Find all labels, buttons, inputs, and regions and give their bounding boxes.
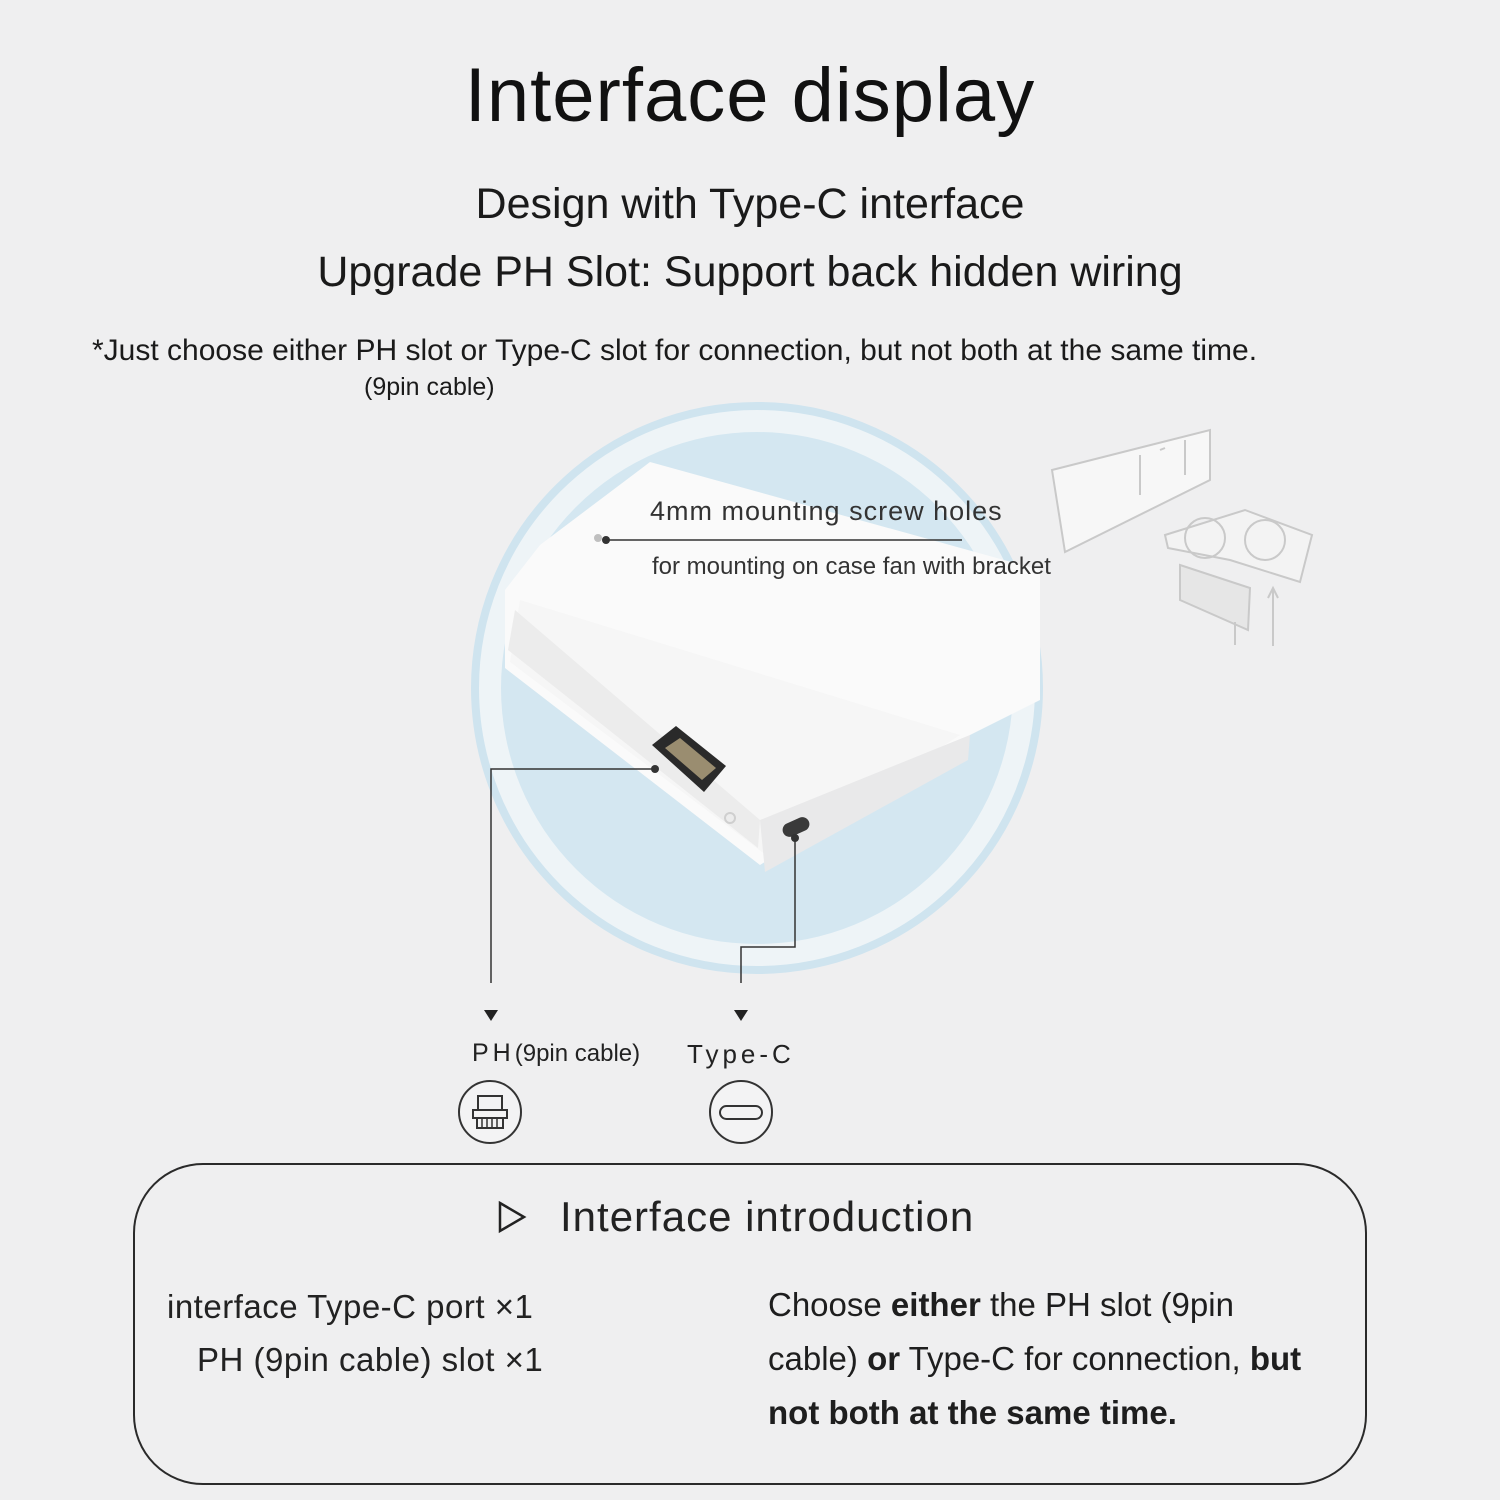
choose-bold-or: or <box>867 1340 901 1377</box>
ph-callout-line <box>490 768 655 983</box>
page-title: Interface display <box>464 53 1036 138</box>
play-triangle-icon <box>498 1200 527 1234</box>
subtitle-typec: Design with Type-C interface <box>475 180 1025 228</box>
ph-arrow <box>484 1010 498 1021</box>
typec-port-label: Type-C <box>687 1039 795 1069</box>
ph-port-label: PH(9pin cable) <box>472 1039 640 1068</box>
ph-port-name: PH <box>472 1039 515 1067</box>
screw-mark <box>724 812 736 824</box>
typec-arrow <box>734 1010 748 1021</box>
subtitle-ph-slot: Upgrade PH Slot: Support back hidden wir… <box>317 248 1183 296</box>
screw-hole <box>594 534 602 542</box>
choose-bold-not-both: but not both at the same time. <box>768 1340 1302 1431</box>
choose-text-2: the PH slot (9pin cable) <box>768 1286 1234 1377</box>
interface-intro-title: Interface introduction <box>560 1193 975 1240</box>
spec-ph-slot: PH (9pin cable) slot ×1 <box>197 1341 544 1378</box>
interface-intro-box <box>133 1163 1367 1485</box>
spec-typec-port: interface Type-C port ×1 <box>167 1288 534 1325</box>
typec-port <box>782 817 810 837</box>
screw-holes-label: 4mm mounting screw holes <box>650 496 1003 526</box>
choose-bold-either: either <box>890 1286 981 1323</box>
choose-text-1: Choose <box>768 1286 891 1323</box>
ph-connector-pins <box>665 738 716 780</box>
screw-holes-desc: for mounting on case fan with bracket <box>652 553 1051 580</box>
bracket-illustration <box>1050 428 1314 646</box>
connection-note-sub: (9pin cable) <box>364 373 495 401</box>
board-edge <box>760 735 970 872</box>
choose-note: Choose either the PH slot (9pin cable) o… <box>768 1278 1328 1440</box>
typec-port-icon <box>709 1080 773 1144</box>
ph-port-sub: (9pin cable) <box>514 1040 641 1067</box>
choose-text-3: Type-C for connection, <box>900 1340 1250 1377</box>
connection-note: *Just choose either PH slot or Type-C sl… <box>92 334 1258 367</box>
typec-callout-line <box>740 838 796 983</box>
board-side <box>508 610 760 848</box>
ph-connector-icon <box>458 1080 522 1144</box>
